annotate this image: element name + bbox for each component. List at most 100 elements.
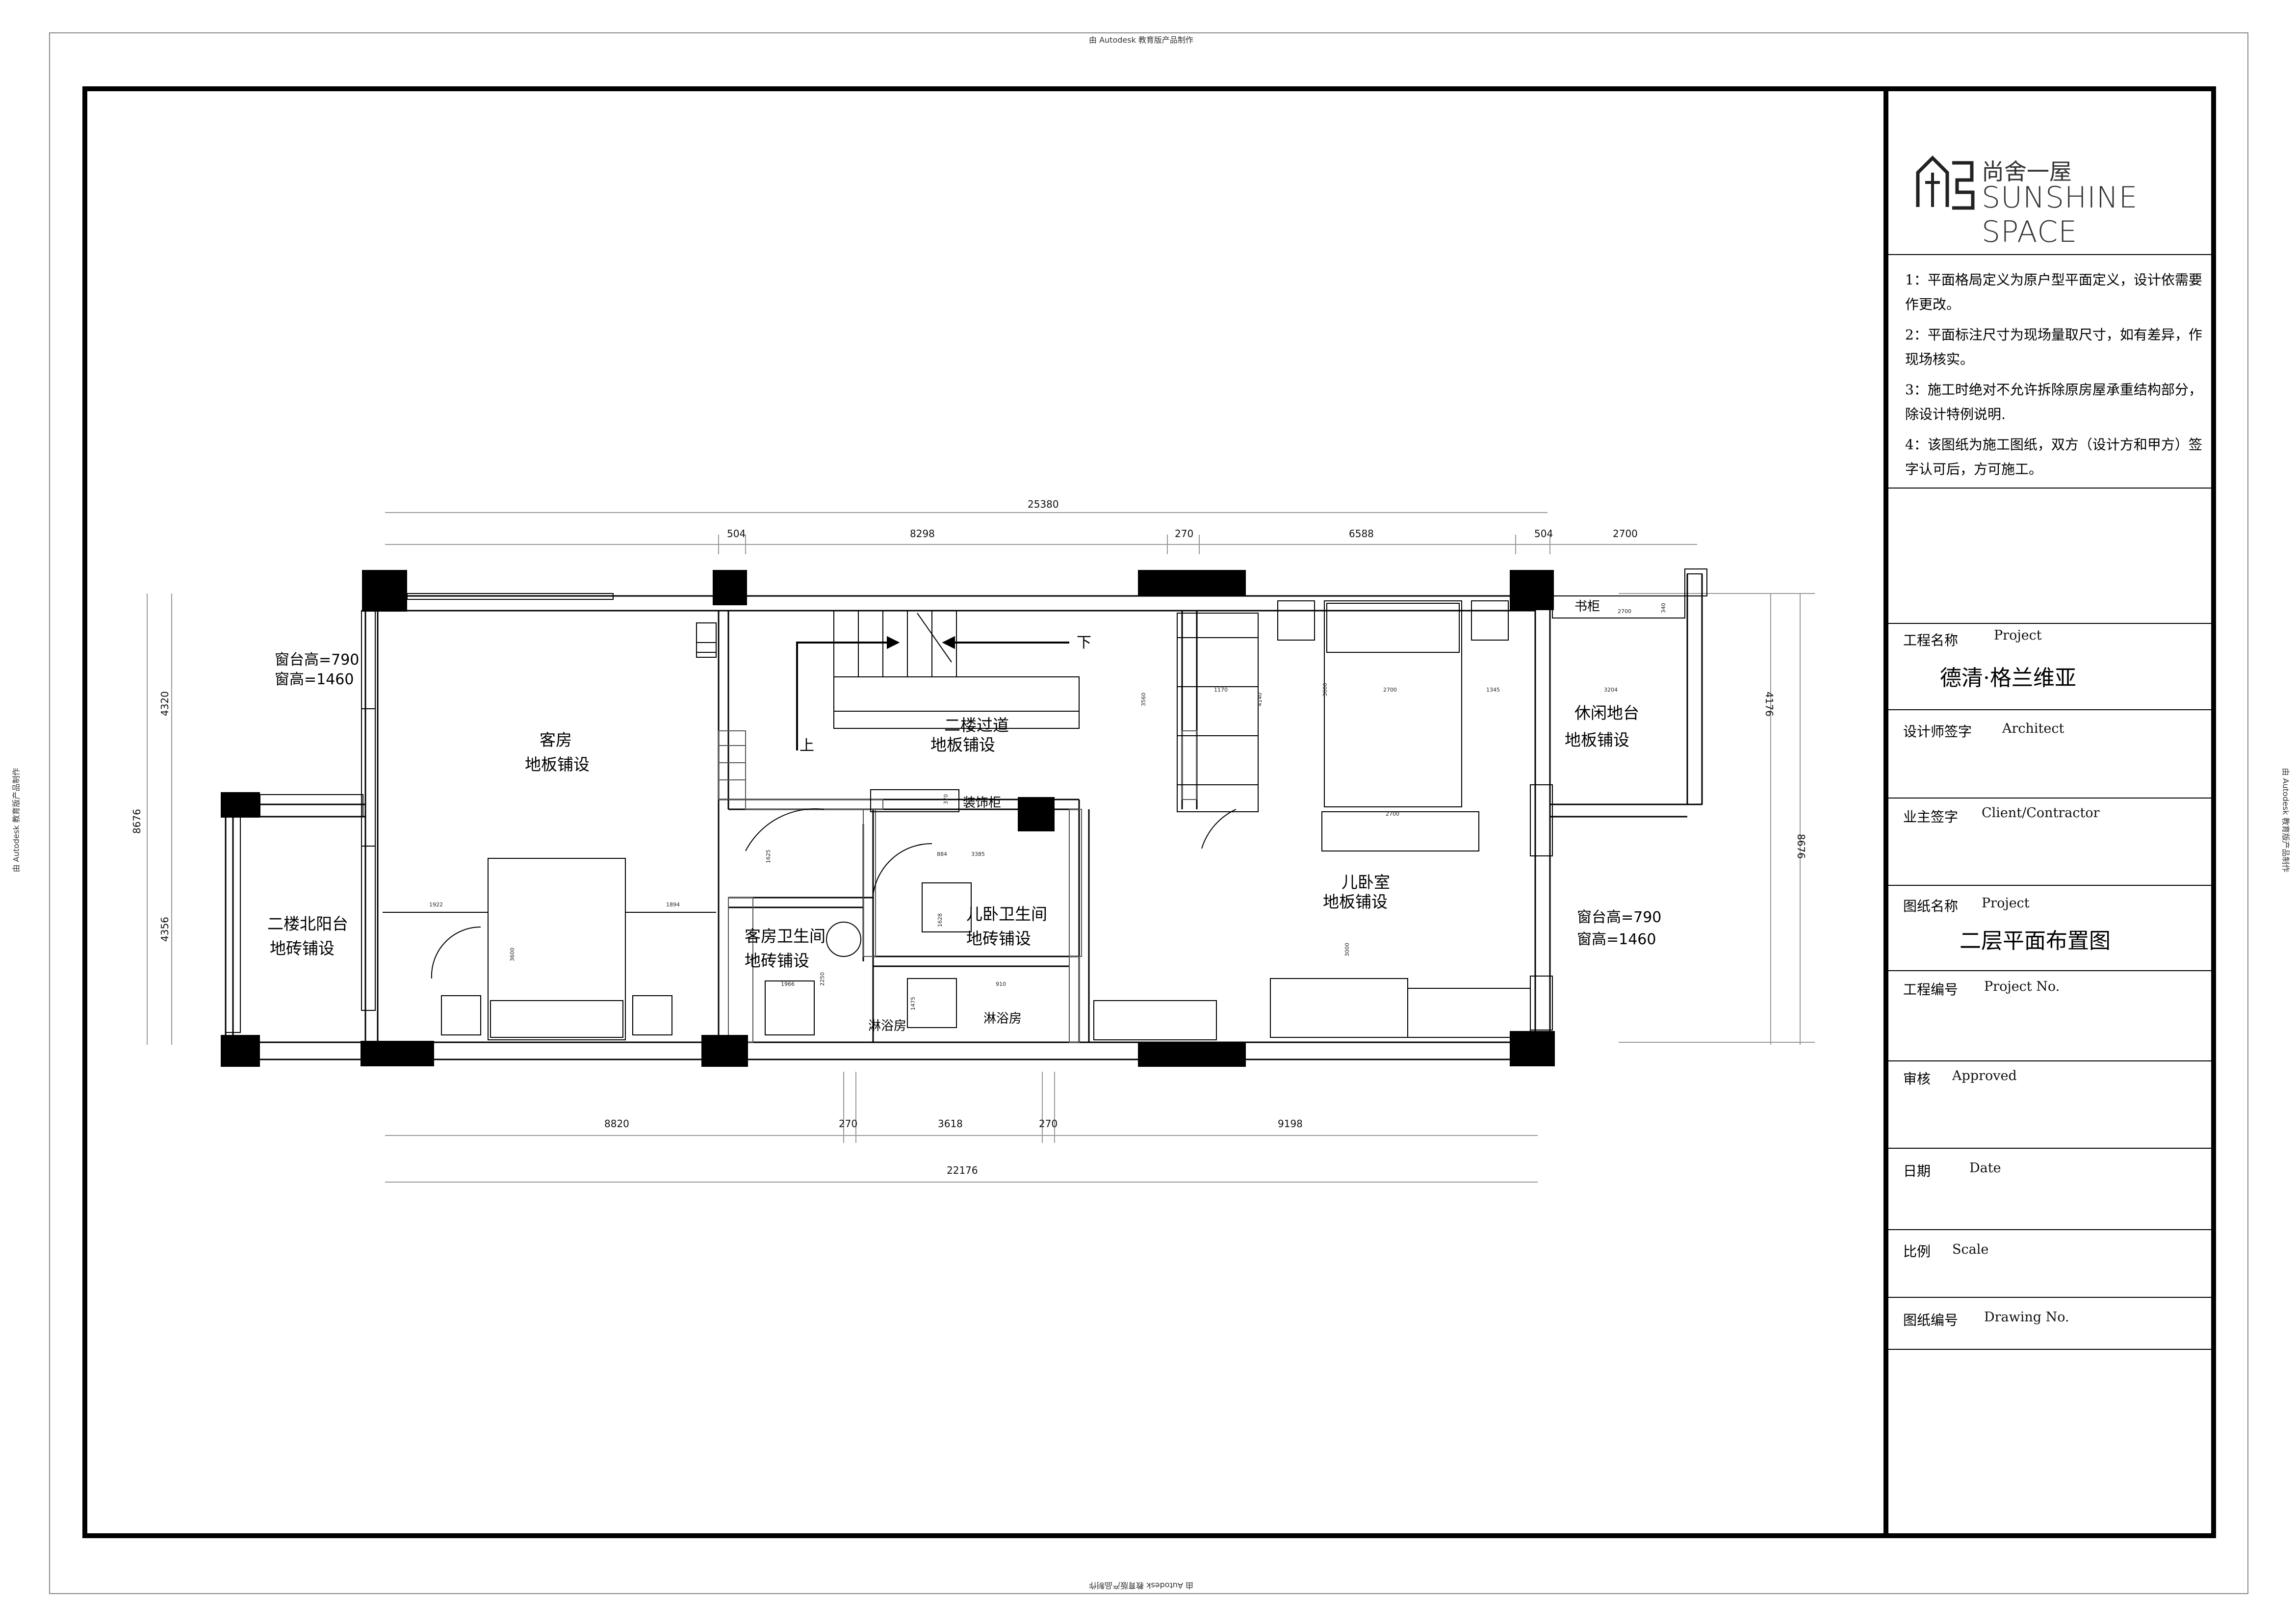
notes-area: 1：平面格局定义为原户型平面定义，设计依需要作更改。 2：平面标注尺寸为现场量取…: [1888, 255, 2211, 489]
brick-hatches: [718, 730, 1197, 1043]
project-name-row: 工程名称 Project 德清·格兰维亚: [1888, 624, 2211, 710]
walls: [225, 574, 1703, 1060]
watermark-right: 由 Autodesk 教育版产品制作: [2281, 768, 2291, 873]
drawing-frame: [82, 86, 2216, 1538]
svg-text:2250: 2250: [819, 972, 826, 986]
blank-area: [1888, 489, 2211, 624]
window-right-sill: 窗台高=790: [1577, 909, 1661, 926]
svg-text:1625: 1625: [765, 850, 772, 863]
drawing-no-row: 图纸编号 Drawing No.: [1888, 1298, 2211, 1350]
room-kid-floor: 地板铺设: [1323, 892, 1388, 911]
small-dimensions: 1922 1894 3600 3560 1170 4140 2700 1345 …: [429, 603, 1667, 1010]
client-row: 业主签字 Client/Contractor: [1888, 799, 2211, 886]
room-north-balcony-floor: 地砖铺设: [270, 939, 335, 958]
label-down: 下: [1077, 634, 1091, 651]
approved-row: 审核 Approved: [1888, 1061, 2211, 1149]
logo-cn: 尚舍一屋: [1982, 158, 2072, 185]
doors: [431, 808, 1237, 979]
title-block-divider: [1883, 86, 1888, 1538]
svg-text:3600: 3600: [509, 948, 516, 961]
svg-text:3204: 3204: [1604, 687, 1618, 693]
svg-text:1894: 1894: [666, 902, 680, 908]
furniture: [383, 595, 1685, 1040]
svg-text:3385: 3385: [971, 851, 985, 857]
room-kid-bath-floor: 地砖铺设: [966, 929, 1031, 948]
dim-top-total: 25380: [1028, 498, 1059, 510]
svg-text:884: 884: [937, 851, 947, 857]
misc-labels: 上 下 书柜 装饰柜 淋浴房 淋浴房 窗台高=790 窗高=1460 窗台高=7…: [275, 599, 1661, 1033]
svg-text:1628: 1628: [937, 913, 943, 927]
dim-left-lower: 4356: [159, 917, 171, 942]
dim-left-upper: 4320: [159, 691, 171, 716]
room-leisure: 休闲地台: [1574, 703, 1639, 722]
windows: [225, 568, 1707, 1033]
project-name-value: 德清·格兰维亚: [1940, 666, 2076, 691]
svg-text:910: 910: [996, 981, 1006, 987]
svg-text:370: 370: [943, 794, 949, 804]
dim-bottom-4: 270: [1039, 1118, 1058, 1130]
dim-left-total: 8676: [131, 809, 143, 834]
room-guest-bath: 客房卫生间: [745, 927, 826, 946]
room-labels: 客房 地板铺设 二楼过道 地板铺设 休闲地台 地板铺设 二楼北阳台 地砖铺设 客…: [267, 703, 1639, 970]
stairs: [833, 611, 1259, 812]
dimension-texts: 25380 504 8298 270 6588 504 2700 8820 27…: [131, 498, 1807, 1176]
svg-text:2700: 2700: [1386, 811, 1399, 817]
room-corridor: 二楼过道: [944, 716, 1009, 735]
dim-bottom-total: 22176: [947, 1164, 978, 1176]
dim-right-upper: 4176: [1763, 692, 1775, 717]
svg-text:1922: 1922: [429, 902, 443, 908]
date-row: 日期 Date: [1888, 1149, 2211, 1230]
svg-text:1170: 1170: [1214, 687, 1228, 693]
svg-text:3000: 3000: [1344, 943, 1350, 956]
project-no-row: 工程编号 Project No.: [1888, 971, 2211, 1061]
floor-plan-drawing: 25380 504 8298 270 6588 504 2700 8820 27…: [131, 498, 1815, 1183]
note-3: 3：施工时绝对不允许拆除原房屋承重结构部分，除设计特例说明.: [1905, 382, 2202, 422]
dim-bottom-1: 8820: [604, 1118, 629, 1130]
dim-top-1: 504: [727, 528, 746, 540]
window-right-height: 窗高=1460: [1577, 931, 1656, 948]
svg-text:3600: 3600: [1322, 683, 1328, 696]
dim-right-total: 8676: [1795, 834, 1807, 859]
svg-text:3560: 3560: [1140, 693, 1147, 706]
label-up: 上: [800, 737, 814, 754]
logo-area: 尚舍一屋 SUNSHINE SPACE: [1888, 91, 2211, 255]
svg-text:1966: 1966: [781, 981, 795, 987]
columns: [221, 570, 1555, 1067]
room-kid: 儿卧室: [1341, 873, 1390, 892]
scale-row: 比例 Scale: [1888, 1230, 2211, 1298]
sheet-border: [49, 32, 2248, 1594]
svg-text:1475: 1475: [910, 997, 916, 1010]
svg-text:4140: 4140: [1257, 693, 1263, 706]
dimension-lines: [147, 512, 1815, 1183]
note-4: 4：该图纸为施工图纸，双方（设计方和甲方）签字认可后，方可施工。: [1905, 437, 2202, 477]
room-guest-bath-floor: 地砖铺设: [745, 951, 809, 970]
dim-bottom-5: 9198: [1278, 1118, 1303, 1130]
room-guest-floor: 地板铺设: [525, 755, 590, 774]
room-north-balcony: 二楼北阳台: [267, 914, 348, 933]
window-left-height: 窗高=1460: [275, 671, 354, 688]
svg-text:340: 340: [1660, 603, 1667, 613]
room-kid-bath: 儿卧卫生间: [966, 904, 1047, 924]
logo-house-icon: [1916, 155, 1975, 210]
note-1: 1：平面格局定义为原户型平面定义，设计依需要作更改。: [1905, 272, 2202, 312]
svg-text:2700: 2700: [1618, 608, 1631, 615]
room-leisure-floor: 地板铺设: [1565, 730, 1629, 749]
drawing-name-value: 二层平面布置图: [1960, 928, 2111, 954]
designer-row: 设计师签字 Architect: [1888, 710, 2211, 799]
dim-top-4: 6588: [1349, 528, 1374, 540]
label-shower-1: 淋浴房: [868, 1019, 906, 1033]
stair-arrows: [796, 636, 1069, 750]
dim-top-3: 270: [1175, 528, 1193, 540]
window-left-sill: 窗台高=790: [275, 651, 359, 669]
drawing-name-row: 图纸名称 Project 二层平面布置图: [1888, 886, 2211, 971]
note-2: 2：平面标注尺寸为现场量取尺寸，如有差异，作现场核实。: [1905, 327, 2202, 367]
label-deco-cabinet: 装饰柜: [963, 796, 1001, 810]
logo-en: SUNSHINE SPACE: [1982, 180, 2138, 249]
dim-bottom-3: 3618: [938, 1118, 963, 1130]
room-guest: 客房: [540, 730, 572, 749]
dim-top-2: 8298: [910, 528, 935, 540]
watermark-top: 由 Autodesk 教育版产品制作: [1089, 35, 1193, 45]
dim-top-6: 2700: [1613, 528, 1638, 540]
floor-plan: 25380 504 8298 270 6588 504 2700 8820 27…: [131, 498, 1815, 1183]
dim-top-5: 504: [1534, 528, 1553, 540]
